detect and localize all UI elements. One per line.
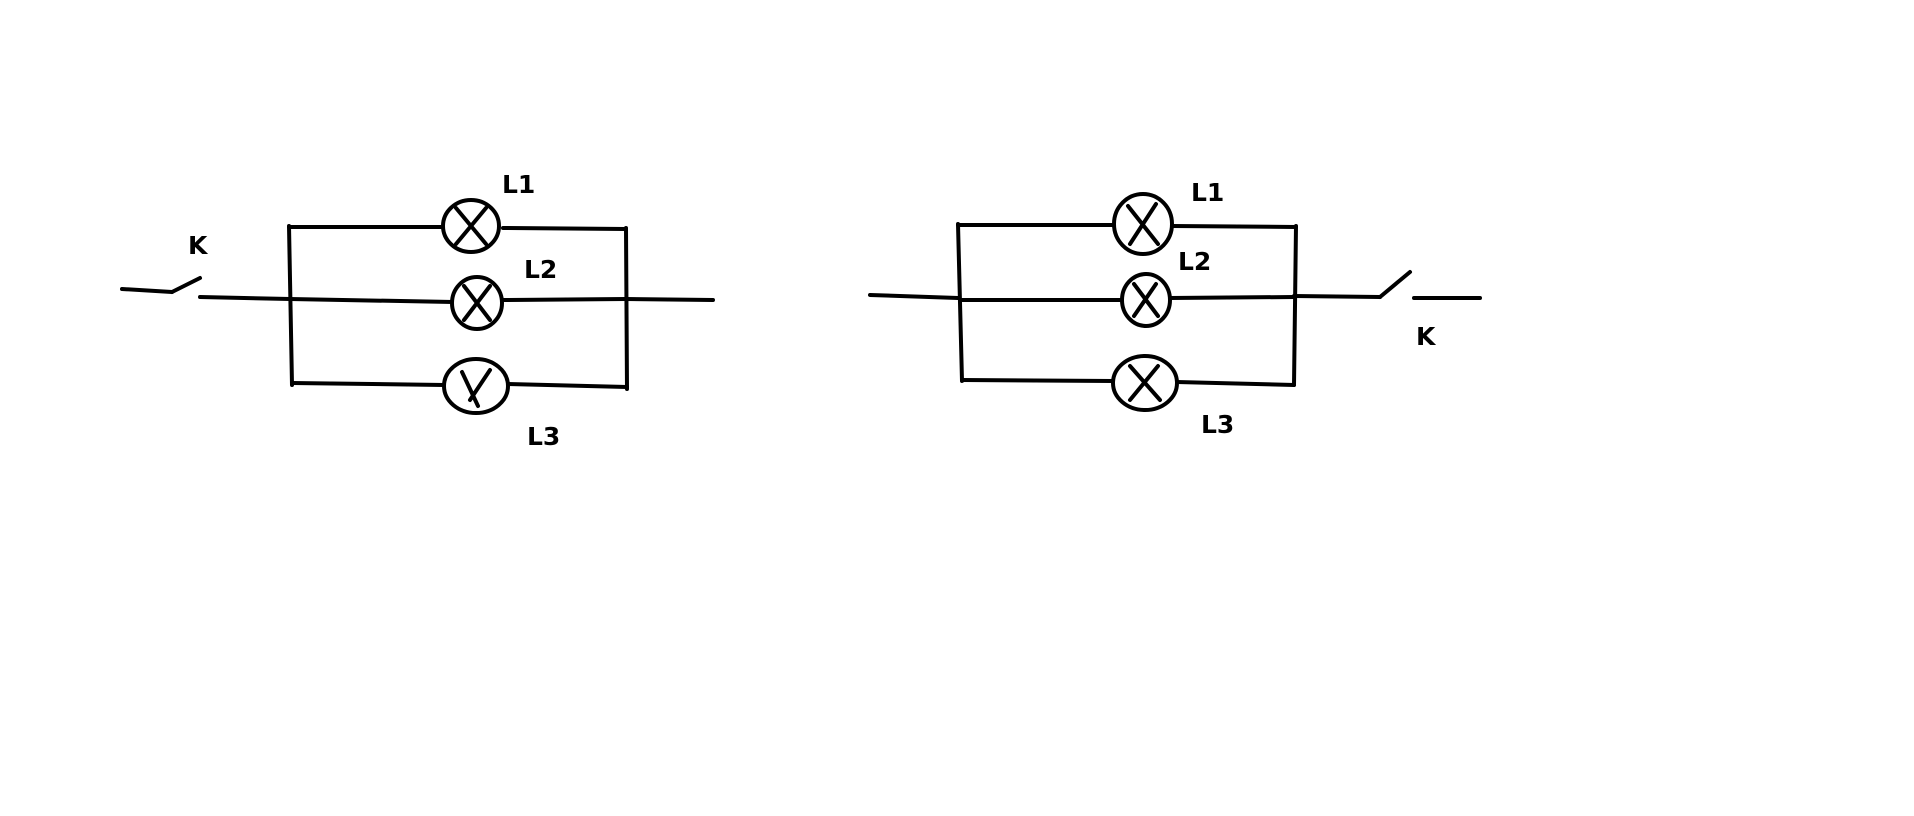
right-switch-label: K [1416,322,1437,351]
right-lamp-l1-label: L1 [1191,178,1224,207]
right-input-wire [868,293,960,300]
left-switch-lead-wire [120,287,174,294]
lamp-cross [1132,282,1160,318]
left-l2-wire-in [288,297,455,304]
left-left-bus [287,224,294,387]
lamp-body [442,357,510,415]
right-switch-blade [1378,270,1412,299]
right-lamp-l1 [1112,192,1174,256]
right-l2-wire-out [1168,295,1296,300]
left-switch-blade [170,276,202,294]
lamp-cross [460,368,492,408]
left-l3-wire-in [290,381,446,387]
right-lamp-l3 [1111,354,1179,412]
left-branch-l3: L3 [290,357,629,451]
left-branch-l2: L2 [288,255,715,331]
right-branch-l1: L1 [956,178,1298,256]
lamp-cross [454,206,488,246]
left-l3-wire-out [506,382,629,389]
right-left-bus [956,222,964,383]
lamp-cross [1128,364,1162,402]
left-right-bus [624,226,629,391]
left-lamp-l2-label: L2 [524,255,557,284]
right-right-bus [1292,224,1298,387]
left-output-wire [624,297,715,302]
right-lamp-l2-label: L2 [1178,247,1211,276]
left-lamp-l1-label: L1 [502,170,535,199]
right-branch-l3: L3 [960,354,1296,439]
left-switch-contact-wire [198,295,292,301]
right-l3-wire-out [1175,380,1296,387]
left-circuit: K L1 L2 [120,170,715,451]
left-switch-label: K [188,231,209,260]
lamp-cross [462,284,492,322]
left-lamp-l3-label: L3 [527,422,560,451]
left-l2-wire-out [500,297,628,302]
right-l3-wire-in [960,378,1115,383]
left-l1-wire-out [501,226,628,231]
right-l1-wire-out [1170,224,1298,229]
left-branch-l1: L1 [287,170,628,254]
right-lamp-l2 [1120,272,1172,328]
right-switch-lead-wire [1292,294,1382,299]
right-switch-k [1292,270,1482,300]
left-switch-k [120,276,292,301]
left-lamp-l2 [450,275,504,331]
lamp-cross [1126,202,1160,246]
left-lamp-l3 [442,357,510,415]
right-branch-l2: L2 [958,247,1296,328]
right-circuit: L1 L2 L3 K [868,178,1482,439]
left-lamp-l1 [441,198,501,254]
right-lamp-l3-label: L3 [1201,410,1234,439]
